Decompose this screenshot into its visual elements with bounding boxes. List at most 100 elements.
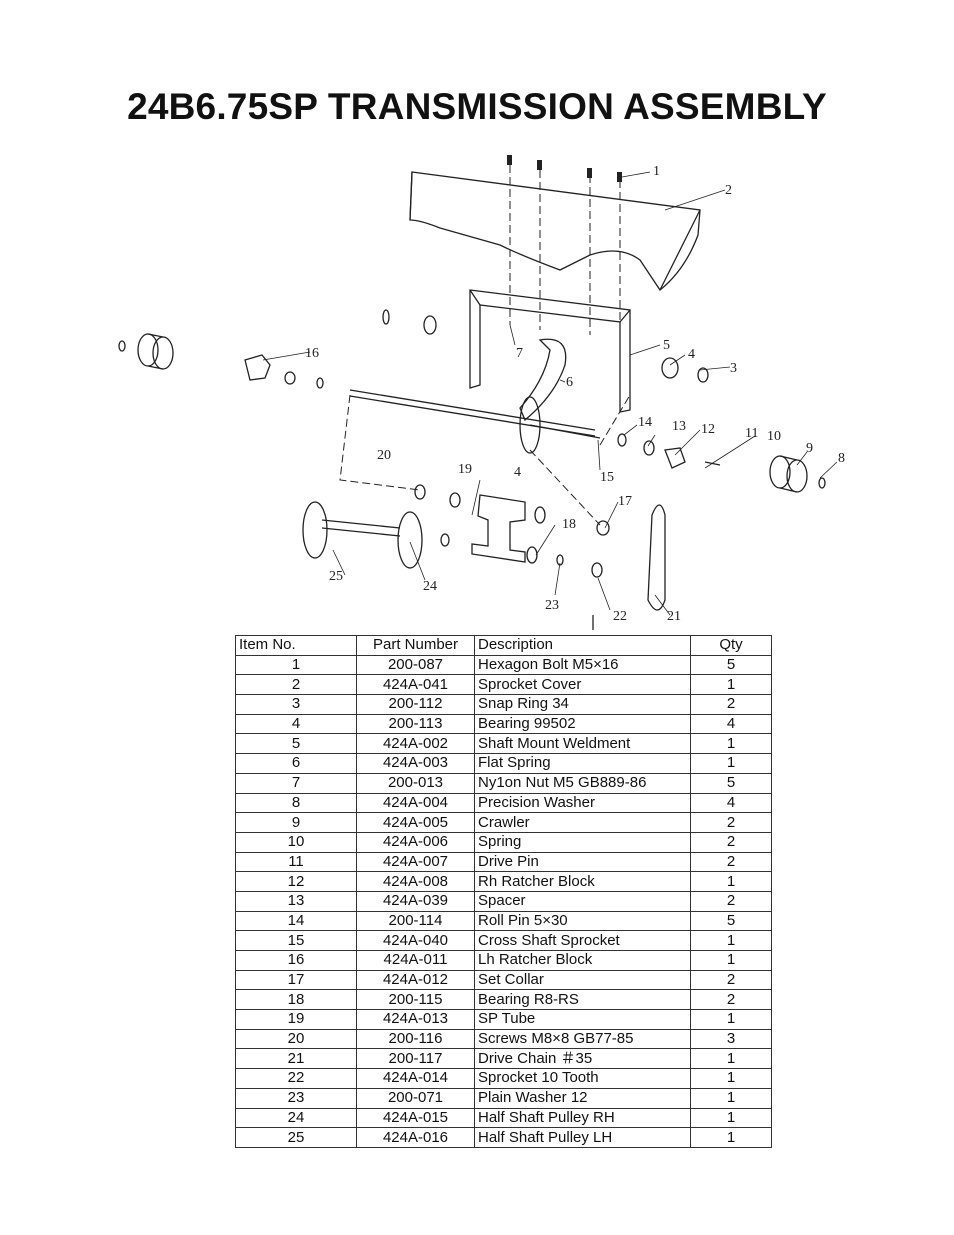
callout-24: 24 [423, 579, 437, 594]
callout-4: 4 [688, 347, 695, 362]
cell-item-no: 18 [235, 989, 357, 1011]
callout-22: 22 [613, 609, 627, 624]
cell-description: Snap Ring 34 [474, 694, 691, 715]
cell-item-no: 14 [235, 910, 357, 932]
cell-description: Cross Shaft Sprocket [474, 930, 691, 951]
cell-part-number: 200-113 [356, 713, 475, 735]
callout-10: 10 [767, 429, 781, 444]
header-part-number: Part Number [356, 635, 475, 656]
cell-description: Roll Pin 5×30 [474, 910, 691, 932]
cell-item-no: 15 [235, 930, 357, 951]
callout-23: 23 [545, 598, 559, 613]
cell-part-number: 424A-011 [356, 950, 475, 971]
cell-description: Spring [474, 831, 691, 853]
header-item-no: Item No. [235, 635, 357, 656]
cell-part-number: 424A-039 [356, 890, 475, 912]
cell-item-no: 3 [235, 694, 357, 715]
cell-part-number: 424A-015 [356, 1107, 475, 1129]
cell-description: Set Collar [474, 969, 691, 991]
cell-part-number: 200-013 [356, 772, 475, 794]
cell-description: Ny1on Nut M5 GB889-86 [474, 772, 691, 794]
cell-item-no: 4 [235, 713, 357, 735]
cell-part-number: 200-115 [356, 989, 475, 1011]
cell-part-number: 424A-014 [356, 1068, 475, 1089]
cell-qty: 1 [690, 1107, 772, 1129]
cell-description: Crawler [474, 812, 691, 833]
page-title: 24B6.75SP TRANSMISSION ASSEMBLY [127, 86, 827, 127]
cell-item-no: 12 [235, 871, 357, 892]
cell-item-no: 22 [235, 1068, 357, 1089]
callout-7: 7 [516, 346, 523, 361]
cell-description: Drive Pin [474, 851, 691, 873]
cell-part-number: 424A-013 [356, 1009, 475, 1030]
cell-description: Flat Spring [474, 753, 691, 774]
callout-4b: 4 [514, 465, 521, 480]
callout-11: 11 [745, 426, 758, 441]
callout-14: 14 [638, 415, 652, 430]
cell-qty: 5 [690, 654, 772, 676]
cell-part-number: 200-114 [356, 910, 475, 932]
cell-description: Plain Washer 12 [474, 1087, 691, 1109]
cell-qty: 1 [690, 1087, 772, 1109]
callout-12: 12 [701, 422, 715, 437]
callout-8: 8 [838, 451, 845, 466]
cell-description: Sprocket Cover [474, 674, 691, 696]
cell-item-no: 25 [235, 1127, 357, 1148]
exploded-assembly-diagram: 1 2 3 4 5 6 7 8 9 10 11 12 13 14 15 16 1… [100, 150, 860, 630]
cell-item-no: 23 [235, 1087, 357, 1109]
header-qty: Qty [690, 635, 772, 656]
cell-qty: 1 [690, 871, 772, 892]
cell-qty: 2 [690, 989, 772, 1011]
callout-9: 9 [806, 441, 813, 456]
cell-item-no: 5 [235, 733, 357, 755]
cell-part-number: 424A-002 [356, 733, 475, 755]
callout-18: 18 [562, 517, 576, 532]
cell-description: Spacer [474, 890, 691, 912]
cell-part-number: 200-116 [356, 1028, 475, 1050]
cell-part-number: 424A-016 [356, 1127, 475, 1148]
cell-qty: 1 [690, 1127, 772, 1148]
cell-description: Half Shaft Pulley RH [474, 1107, 691, 1129]
cell-item-no: 16 [235, 950, 357, 971]
cell-description: Lh Ratcher Block [474, 950, 691, 971]
cell-qty: 2 [690, 851, 772, 873]
cell-part-number: 200-071 [356, 1087, 475, 1109]
cell-description: Bearing R8-RS [474, 989, 691, 1011]
cell-qty: 2 [690, 812, 772, 833]
cell-qty: 1 [690, 1009, 772, 1030]
cell-item-no: 19 [235, 1009, 357, 1030]
cell-item-no: 20 [235, 1028, 357, 1050]
cell-part-number: 424A-012 [356, 969, 475, 991]
cell-qty: 2 [690, 890, 772, 912]
cell-item-no: 11 [235, 851, 357, 873]
cell-part-number: 200-117 [356, 1048, 475, 1070]
cell-item-no: 10 [235, 831, 357, 853]
cell-part-number: 424A-040 [356, 930, 475, 951]
callout-5: 5 [663, 338, 670, 353]
cell-part-number: 424A-041 [356, 674, 475, 696]
cell-qty: 1 [690, 930, 772, 951]
cell-part-number: 424A-006 [356, 831, 475, 853]
cell-qty: 3 [690, 1028, 772, 1050]
cell-part-number: 424A-003 [356, 753, 475, 774]
